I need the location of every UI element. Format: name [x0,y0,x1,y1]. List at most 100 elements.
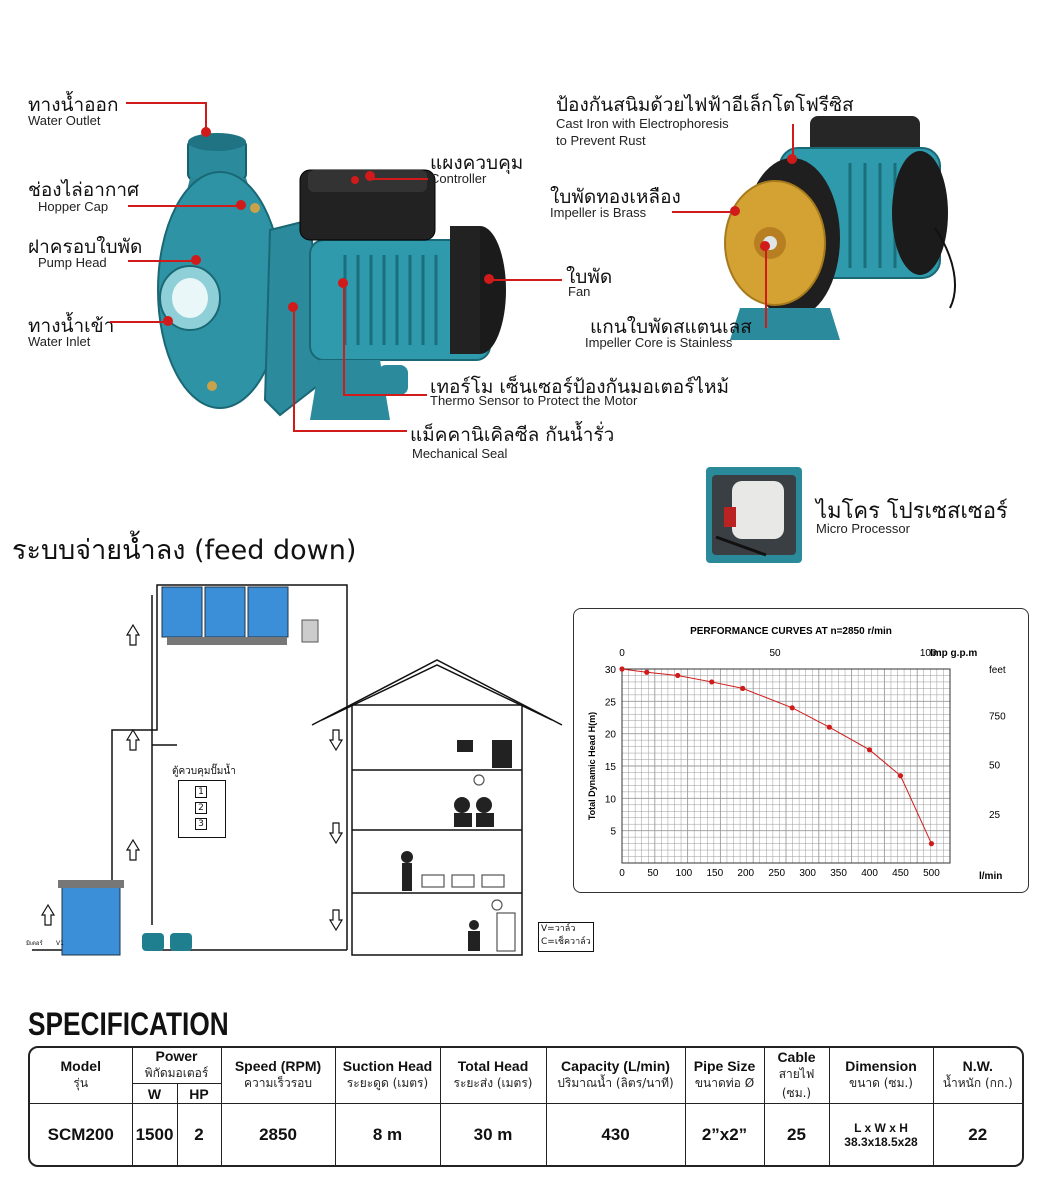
header-nw: N.W.น้ำหนัก (กก.) [932,1048,1022,1104]
y-tick-label: 15 [605,762,617,773]
x-tick-label: 450 [892,868,909,879]
x-tick-label: 200 [737,868,754,879]
curve-point [928,841,935,847]
pump-impeller-illustration [724,116,956,340]
cell-speed: 2850 [220,1103,336,1165]
header-power-w: W [132,1083,178,1104]
performance-chart-frame [573,608,1029,893]
feed-down-title: ระบบจ่ายน้ำลง (feed down) [12,535,357,566]
label-impeller-core-th: แกนใบพัดสแตนเลส [590,316,752,338]
label-thermo-en: Thermo Sensor to Protect the Motor [430,393,638,408]
cell-dimension-value: 38.3x18.5x28 [844,1134,918,1149]
top-axis-label: Imp g.p.m [930,648,977,659]
spec-title: SPECIFICATION [28,1006,229,1042]
meter-label: มิเตอร์ [26,940,43,947]
leader-water-outlet [126,102,206,104]
label-fan-en: Fan [568,284,591,299]
curve-point [644,669,650,675]
cell-suction: 8 m [334,1103,441,1165]
callout-dot-fan [484,274,494,284]
performance-curve [621,668,932,844]
label-hopper-cap-th: ช่องไล่อากาศ [28,179,140,201]
callout-dot-hopper-cap [236,200,246,210]
cell-watt: 1500 [131,1103,178,1165]
leader-impeller [672,211,734,213]
x-tick-label: 50 [647,868,659,879]
label-micro-processor-th: ไมโคร โปรเซสเซอร์ [816,499,1008,524]
control-box-label: ตู้ควบคุมปั๊มน้ำ [172,766,236,777]
label-micro-processor-en: Micro Processor [816,521,910,536]
cell-nw: 22 [932,1103,1022,1165]
chart-title: PERFORMANCE CURVES AT n=2850 r/min [690,626,892,637]
leader-impeller-core [765,248,767,328]
pump-control-box [178,780,226,838]
switch-1: 1 [195,786,207,798]
label-water-inlet-en: Water Inlet [28,334,91,349]
leader-water-inlet [110,321,165,323]
cell-pipe-size: 2”x2” [684,1103,765,1165]
micro-processor-photo [706,467,802,563]
legend-check-valve: C=เช็ควาล์ว [541,937,591,947]
cell-total-head: 30 m [439,1103,547,1165]
feed-down-diagram [32,584,563,956]
leader-fan [490,279,562,281]
label-thermo-th: เทอร์โม เซ็นเซอร์ป้องกันมอเตอร์ไหม้ [430,376,730,398]
cell-hp: 2 [176,1103,222,1165]
leader-seal [293,430,407,432]
cell-model: SCM200 [30,1103,133,1165]
label-seal-th: แม็คคานิเคิลซีล กันน้ำรั่ว [410,424,615,446]
callout-dot-impeller-core [760,241,770,251]
label-pump-head-th: ฝาครอบใบพัด [28,236,143,258]
diagram-legend: V=วาล์ว C=เช็ควาล์ว [538,922,594,952]
cell-cable: 25 [763,1103,830,1165]
x-tick-label: 100 [676,868,693,879]
curve-point [619,666,625,672]
x-tick-label: 250 [768,868,785,879]
label-water-outlet-en: Water Outlet [28,113,101,128]
label-cast-iron-th: ป้องกันสนิมด้วยไฟฟ้าอีเล็กโตโฟรีซิส [556,94,854,116]
leader-pump-head [128,260,193,262]
leader-seal-v [293,310,295,430]
x-tick-label: 500 [923,868,940,879]
x-tick-label: 350 [830,868,847,879]
label-pump-head-en: Pump Head [38,255,107,270]
v1-label: V1 [56,940,64,947]
callout-dot-pump-head [191,255,201,265]
label-fan-th: ใบพัด [566,266,613,288]
top-tick-label: 100 [920,648,937,659]
y-tick-label: 25 [605,697,617,708]
leader-water-outlet-v [205,102,207,130]
header-power-hp: HP [176,1083,221,1104]
x-tick-label: 150 [706,868,723,879]
x-tick-label: 300 [799,868,816,879]
leader-hopper-cap [128,205,238,207]
curve-point [709,679,715,685]
right-tick-label: 750 [989,712,1006,723]
curve-point [740,685,746,691]
right-axis-label: feet [989,665,1006,676]
label-controller-th: แผงควบคุม [430,152,524,174]
y-tick-label: 20 [605,730,617,741]
curve-point [897,773,904,779]
label-cast-iron-en2: to Prevent Rust [556,133,646,148]
label-impeller-en: Impeller is Brass [550,205,647,220]
top-tick-label: 50 [769,648,781,659]
x-axis-label: l/min [979,871,1002,882]
callout-dot-seal [288,302,298,312]
header-capacity: Capacity (L/min)ปริมาณน้ำ (ลิตร/นาที) [545,1048,686,1104]
label-water-outlet-th: ทางน้ำออก [28,94,119,116]
header-speed: Speed (RPM)ความเร็วรอบ [220,1048,336,1104]
switch-3: 3 [195,818,207,830]
x-tick-label: 400 [861,868,878,879]
top-tick-label: 0 [619,648,625,659]
performance-chart: PERFORMANCE CURVES AT n=2850 r/min 0 50 100… [587,626,1006,882]
pump-illustration [157,133,506,420]
y-tick-label: 30 [605,665,617,676]
leader-controller [372,178,428,180]
